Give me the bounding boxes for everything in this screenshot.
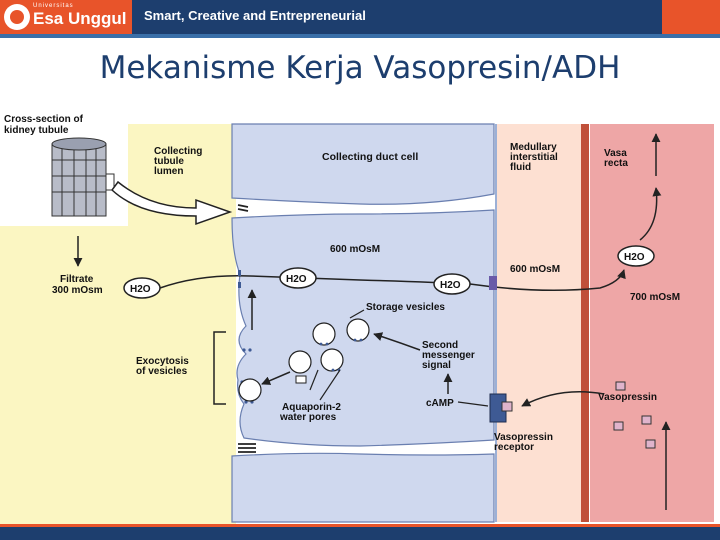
tagline: Smart, Creative and Entrepreneurial [144,8,366,23]
water-molecule-cell: H2O [279,267,317,289]
interstitial-osmolality: 600 mOsM [510,264,560,275]
water-label-vasa: H2O [624,252,645,263]
vasa-osmolality: 700 mOsM [630,292,680,303]
tight-junction-bottom [238,443,256,453]
header-bar: Universitas Esa Unggul Smart, Creative a… [0,0,720,40]
receptor-label-1: Vasopressin [494,432,553,443]
second-messenger-label-3: signal [422,360,451,371]
aquaporin-label-1: Aquaporin-2 [282,402,341,413]
cell-label: Collecting duct cell [322,151,418,163]
storage-vesicles-label: Storage vesicles [366,302,445,313]
storage-vesicle [312,322,336,346]
vasa-recta-label-1: Vasa [604,148,627,159]
second-messenger-label-2: messenger [422,350,475,361]
water-label-exit: H2O [440,280,461,291]
vasopressin-molecule [645,439,656,449]
exocytosis-arrow-2 [261,371,291,385]
exocytosis-label-1: Exocytosis [136,356,189,367]
cross-section-label-2: kidney tubule [4,125,69,136]
water-molecule-exit: H2O [433,273,471,295]
camp-label: cAMP [426,398,454,409]
vasopressin-diagram: Cross-section of kidney tubule Collectin… [0,104,720,528]
exocytosis-label-2: of vesicles [136,366,188,377]
collecting-lumen-label-1: Collecting [154,146,202,157]
vessel-wall [581,124,589,522]
diagram-canvas: Cross-section of kidney tubule Collectin… [0,108,714,528]
vasa-recta-label-2: recta [604,158,628,169]
second-messenger-arrow [373,332,421,351]
vasopressin-molecule [613,421,624,431]
collecting-lumen-label-3: lumen [154,166,183,177]
vasopressin-molecule [641,415,652,425]
logo-small-text: Universitas [33,3,74,9]
vesicle-arrow [309,369,319,391]
kidney-tubule-icon [51,137,115,217]
camp-to-receptor [457,401,489,407]
tight-junction-top [237,204,249,212]
vasopressin-label: Vasopressin [598,392,657,403]
second-messenger-label-1: Second [422,340,458,351]
aquaporin-label-2: water pores [279,412,337,423]
exocytosis-bracket [213,331,226,405]
water-label-lumen: H2O [130,284,151,295]
university-logo[interactable]: Universitas Esa Unggul [0,0,132,34]
vasopressin-arrow [521,390,605,407]
top-cell [231,123,495,205]
storage-pointer [349,309,365,319]
zoom-arrow-icon [110,180,233,226]
medullary-label-2: interstitial [510,152,558,163]
header-accent [662,0,720,34]
cell-osmolality: 600 mOsM [330,244,380,255]
storage-vesicle [346,318,370,342]
filtrate-label-1: Filtrate [60,274,94,285]
bound-vasopressin [501,401,513,412]
storage-vesicle [288,350,312,374]
medullary-label-3: fluid [510,162,531,173]
water-label-cell: H2O [286,274,307,285]
footer-bar [0,527,720,540]
vasopressin-molecule [615,381,626,391]
collecting-lumen-label-2: tubule [154,156,184,167]
logo-emblem-icon [4,4,30,30]
tagline-bar: Smart, Creative and Entrepreneurial [132,0,662,34]
bottom-cell [231,452,495,523]
receptor-label-2: receptor [494,442,534,453]
logo-text: Esa Unggul [33,9,127,28]
vasa-recta-region [590,124,714,522]
vasa-up-arrow-lower [639,187,662,241]
slide-title: Mekanisme Kerja Vasopresin/ADH [99,50,621,86]
interstitial-region [496,124,584,522]
water-molecule-vasa: H2O [617,245,655,267]
storage-vesicle [238,378,262,402]
header-stripe [0,34,720,38]
water-molecule-lumen: H2O [123,277,161,299]
aquaporin-marker-box [295,375,307,384]
cross-section-label-1: Cross-section of [4,114,84,125]
storage-vesicle [320,348,344,372]
medullary-label-1: Medullary [510,142,557,153]
footer-accent [0,524,720,527]
filtrate-label-2: 300 mOsm [52,285,103,296]
water-flow-arrow [159,269,626,291]
basolateral-channel [489,276,497,290]
aquaporin-pointer [319,369,341,401]
